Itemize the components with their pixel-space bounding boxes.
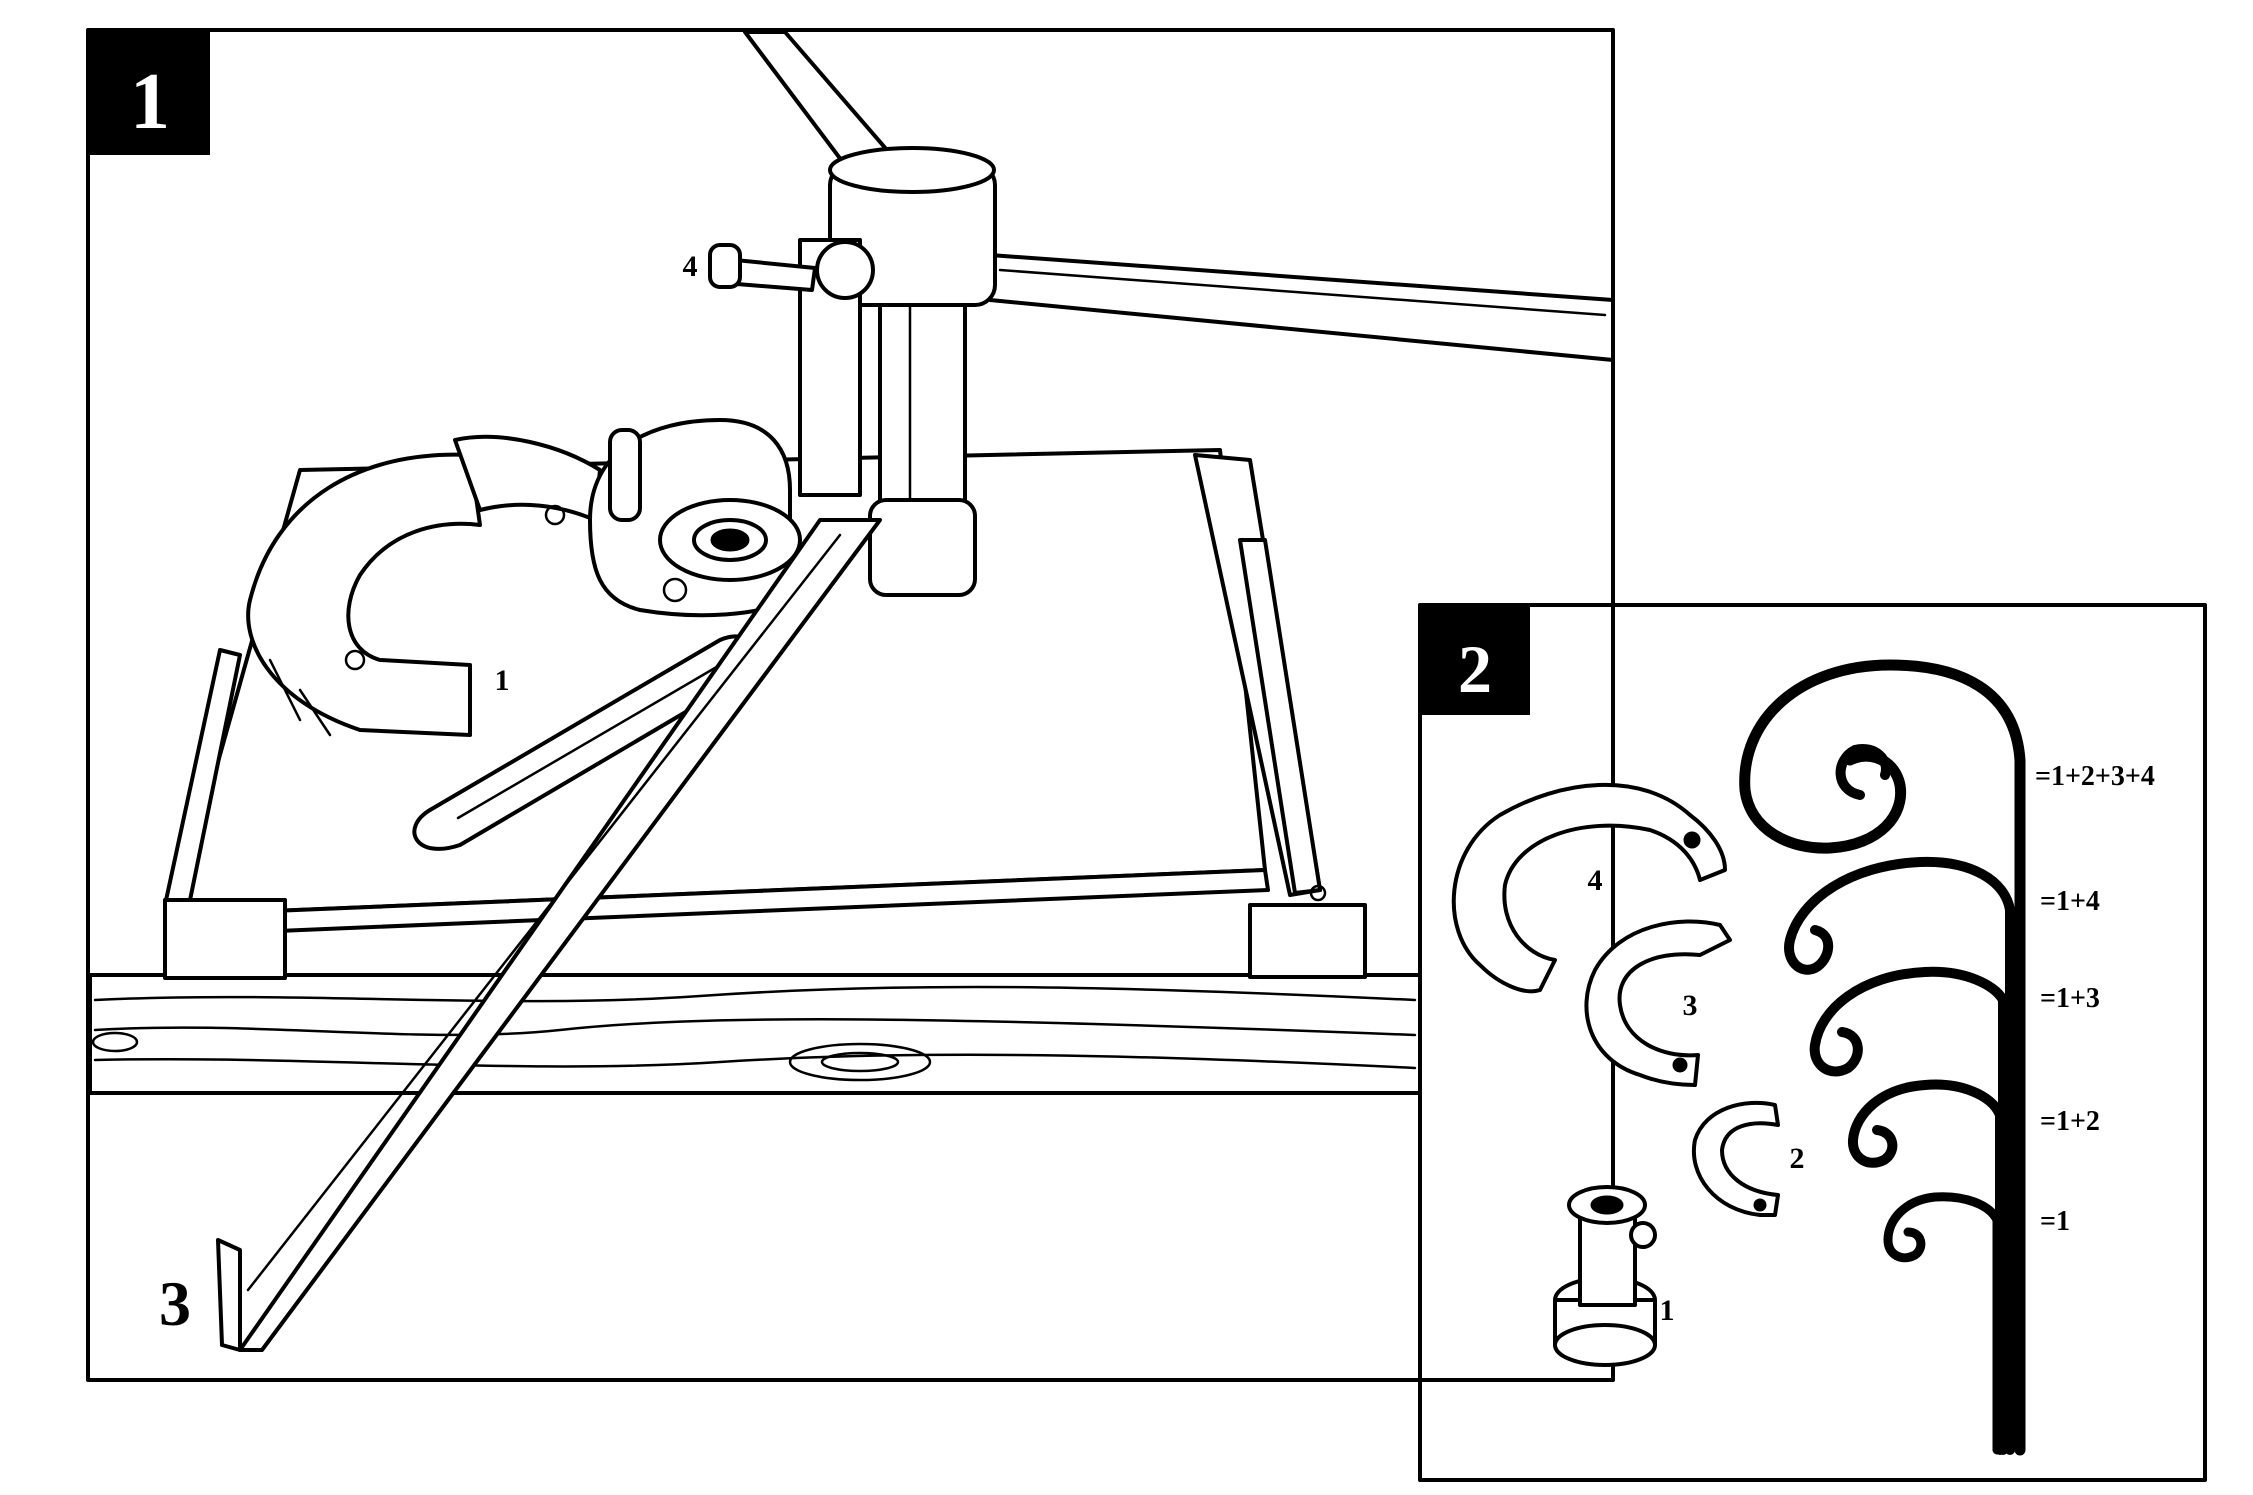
ring-2 — [1691, 1100, 1780, 1217]
label-pin-4: 4 — [683, 250, 698, 283]
workbench — [88, 973, 1422, 1095]
scroll-label-1: =1+2+3+4 — [2035, 761, 2155, 792]
ring-3 — [1584, 919, 1732, 1087]
label-hub-1: 1 — [1660, 1294, 1675, 1327]
bending-die — [246, 434, 602, 737]
panel-2-badge — [1420, 605, 1530, 715]
label-ring-2: 2 — [1790, 1142, 1805, 1175]
label-ring-4: 4 — [1588, 864, 1603, 897]
scroll-results — [1739, 659, 2026, 1456]
label-ring-3: 3 — [1683, 989, 1698, 1022]
main-shaft — [798, 146, 997, 597]
panel-2-badge-label: 2 — [1458, 631, 1492, 707]
collar-ring — [588, 418, 802, 618]
guide-slot-inner — [456, 663, 722, 820]
panel-1: 1 — [86, 28, 1615, 1382]
label-die-1: 1 — [495, 664, 510, 697]
scroll-label-2: =1+4 — [2040, 886, 2100, 917]
panel-2-frame — [1418, 603, 2207, 1482]
panel-1-badge-label: 1 — [130, 58, 170, 146]
panel-1-frame — [86, 28, 1615, 1382]
scroll-label-3: =1+3 — [2040, 983, 2100, 1014]
flat-bar — [216, 518, 882, 1352]
scroll-label-5: =1 — [2040, 1206, 2070, 1237]
panel-1-badge — [88, 30, 210, 155]
scroll-label-4: =1+2 — [2040, 1106, 2100, 1137]
hub-1 — [1553, 1185, 1657, 1367]
adjustment-pin — [708, 240, 875, 300]
ring-4 — [1451, 782, 1727, 994]
label-bar-3: 3 — [159, 1268, 191, 1339]
panel-2: 2 4 3 2 1 — [1418, 603, 2207, 1482]
